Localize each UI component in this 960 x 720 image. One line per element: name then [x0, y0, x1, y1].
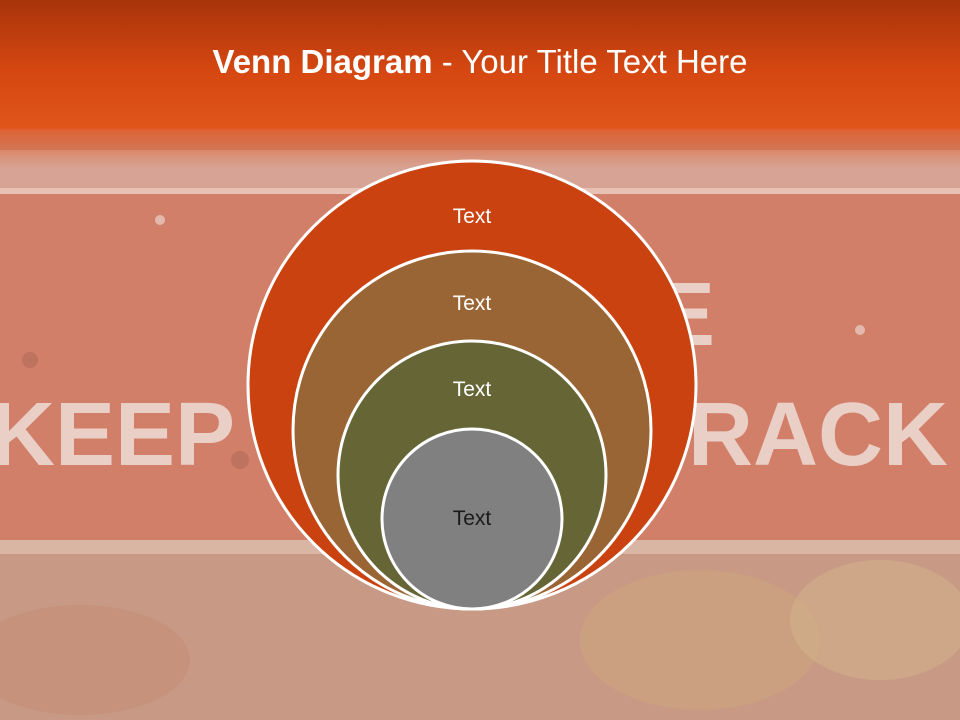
venn-circle-1-label: Text	[452, 205, 492, 228]
title-band	[0, 0, 960, 130]
slide-title: Venn Diagram - Your Title Text Here	[0, 40, 960, 84]
slide-title-bold: Venn Diagram	[212, 43, 433, 80]
venn-circle-3-label: Text	[452, 378, 492, 401]
venn-circle-2-label: Text	[452, 292, 492, 315]
photo-sign-text-left: KEEP	[0, 385, 235, 485]
photo-sign-text-right: RACK	[688, 385, 948, 485]
venn-circle-4[interactable]	[380, 427, 564, 611]
venn-circle-4-label: Text	[452, 507, 492, 530]
slide-title-rest: - Your Title Text Here	[432, 43, 748, 80]
